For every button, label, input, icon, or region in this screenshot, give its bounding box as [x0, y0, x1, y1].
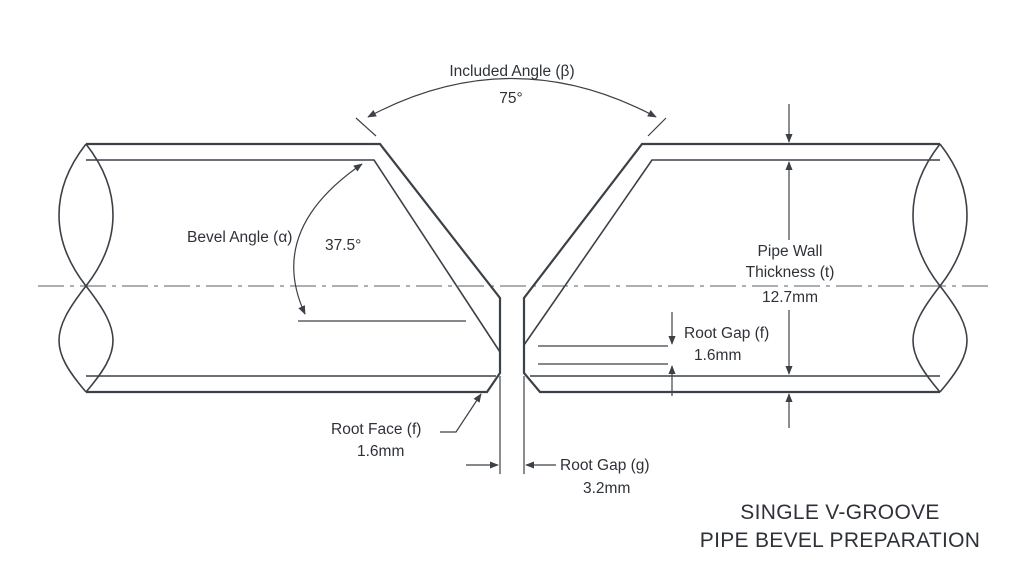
diagram-title-line2: PIPE BEVEL PREPARATION — [699, 529, 981, 552]
bevel-angle-dimension — [293, 163, 466, 322]
wall-thickness-label-line2: Thickness (t) — [745, 264, 835, 281]
root-gap-g-dimension — [466, 376, 556, 474]
diagram-title-line1: SINGLE V-GROOVE — [740, 501, 940, 524]
included-angle-dimension — [355, 77, 667, 137]
root-face-leader — [440, 393, 482, 433]
root-gap-f-label: Root Gap (f) — [684, 325, 770, 342]
root-gap-f-value: 1.6mm — [694, 347, 742, 364]
root-face-label: Root Face (f) — [331, 421, 422, 438]
root-face-value: 1.6mm — [357, 443, 405, 460]
bevel-angle-value: 37.5° — [325, 237, 362, 254]
root-gap-f-dimension — [538, 312, 676, 396]
wall-thickness-label-line1: Pipe Wall — [757, 243, 823, 260]
included-angle-value: 75° — [499, 90, 523, 107]
root-gap-g-value: 3.2mm — [583, 480, 631, 497]
right-pipe — [522, 142, 968, 394]
left-pipe — [58, 142, 502, 394]
root-gap-g-label: Root Gap (g) — [560, 457, 650, 474]
wall-thickness-value: 12.7mm — [762, 289, 818, 306]
bevel-angle-label: Bevel Angle (α) — [187, 229, 293, 246]
included-angle-label: Included Angle (β) — [449, 63, 575, 80]
